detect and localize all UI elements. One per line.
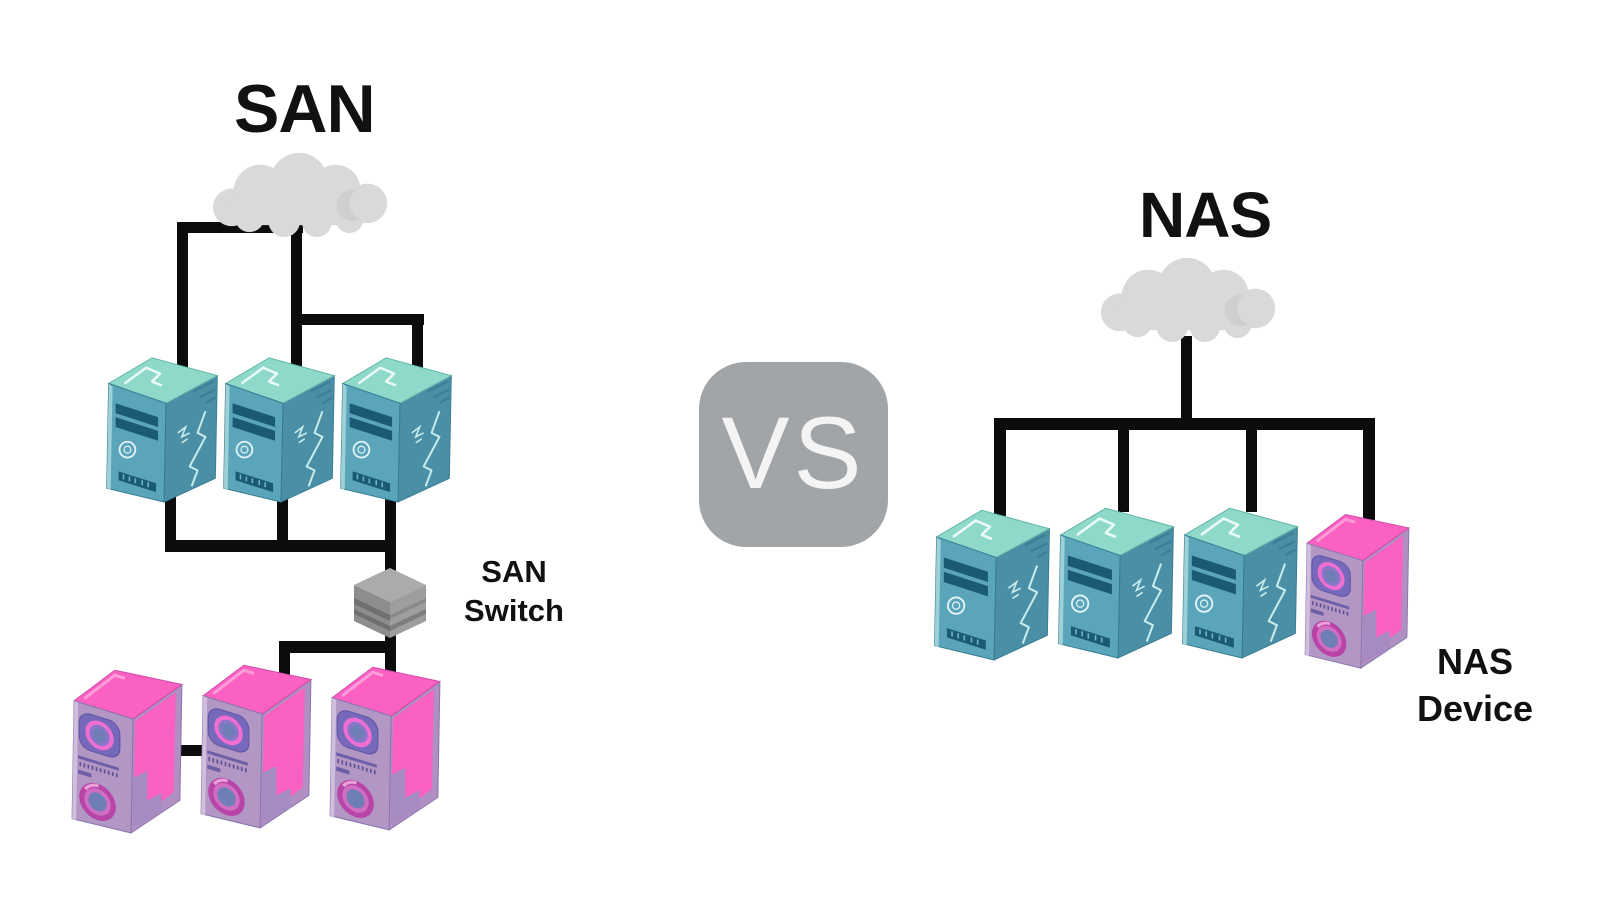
vs-badge-label: VS [721,395,866,510]
connector-line [412,314,423,370]
cloud-icon [1092,246,1290,347]
connector-line [291,230,302,370]
storage-device-icon [324,654,446,834]
nas-title: NAS [1139,179,1272,251]
connector-line [994,418,1375,430]
connector-line [165,540,396,552]
connector-line [385,540,396,576]
san-switch-label-line1: SAN [481,554,547,589]
storage-device-icon [66,657,188,837]
nas-device-label-line1: NAS [1436,641,1513,682]
nas-device-label: NAS Device [1393,638,1557,732]
connector-line [1246,418,1257,512]
san-switch-label-line2: Switch [464,593,564,628]
connector-line [385,488,396,546]
vs-badge: VS [699,362,888,547]
connector-line [277,488,288,546]
connector-line [1363,418,1375,520]
connector-line [385,641,396,683]
server-tower-icon [101,346,223,504]
connector-line [177,222,188,368]
nas-device-label-line2: Device [1416,688,1534,729]
connector-line [291,314,424,325]
connector-line [1118,418,1129,512]
connector-line [165,488,176,546]
storage-device-icon [195,652,317,832]
connector-line [994,418,1006,516]
server-tower-icon [218,346,340,504]
server-tower-icon [1178,496,1302,660]
connector-line [385,626,396,653]
cloud-icon [204,142,402,241]
san-switch-label: SAN Switch [450,552,578,630]
server-tower-icon [930,498,1054,662]
san-title: SAN [234,71,376,147]
server-tower-icon [1054,496,1178,660]
san-switch-icon [350,564,430,640]
connector-line [279,641,396,653]
connector-line [279,641,290,679]
connector-line [1181,336,1192,428]
server-tower-icon [335,346,457,504]
connector-line [177,745,205,756]
